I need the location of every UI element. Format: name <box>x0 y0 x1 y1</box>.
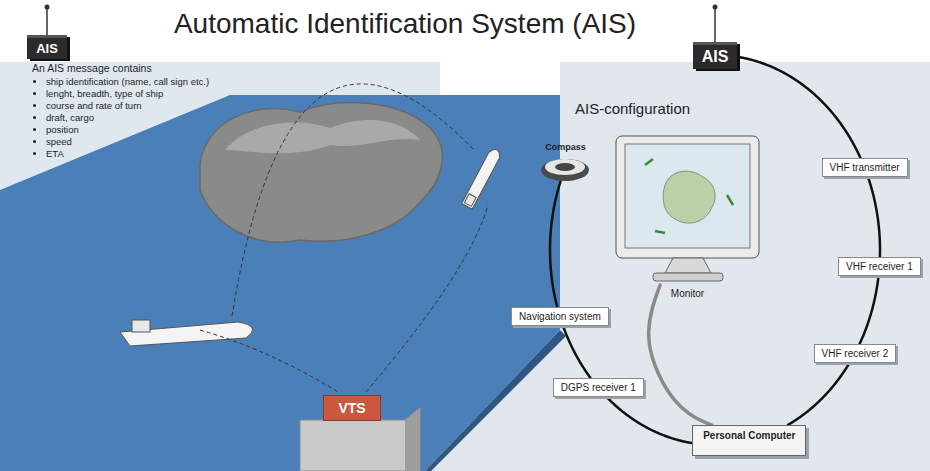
compass-body <box>541 159 589 181</box>
box-label: AIS <box>36 41 58 56</box>
sea-edge <box>425 330 566 471</box>
ship-marker <box>727 195 733 205</box>
box-label: DGPS receiver 1 <box>561 382 636 393</box>
network-ring <box>860 277 879 344</box>
monitor-case <box>616 136 759 258</box>
monitor-cable <box>649 285 712 425</box>
box-label: VTS <box>338 400 365 416</box>
network-ring <box>563 326 590 378</box>
ship-marker <box>645 159 653 165</box>
list-item: ship identification (name, call sign etc… <box>46 76 209 88</box>
ship <box>120 320 252 346</box>
compass-face <box>545 159 585 175</box>
computer-box: Personal Computer <box>692 425 806 456</box>
device-label: Monitor <box>671 288 704 299</box>
box-label: AIS <box>702 48 729 66</box>
box-label: Personal Computer <box>703 430 795 441</box>
compass-needle <box>555 163 575 171</box>
list-item: speed <box>46 136 209 148</box>
list-item: draft, cargo <box>46 112 209 124</box>
ship <box>462 147 503 209</box>
ais-unit: AIS <box>693 42 738 69</box>
device-box: VHF transmitter <box>822 158 908 177</box>
island-highlight <box>225 120 420 153</box>
message-list: ship identification (name, call sign etc… <box>30 76 209 160</box>
map-island <box>663 171 715 223</box>
ship-marker <box>655 231 665 233</box>
monitor-stand <box>665 258 711 273</box>
radio-link <box>366 205 488 392</box>
device-box: VHF receiver 1 <box>838 257 921 276</box>
box-label: Navigation system <box>519 311 601 322</box>
sea-surface <box>0 95 560 471</box>
box-label: VHF transmitter <box>830 162 900 173</box>
radio-link <box>232 84 474 316</box>
list-item: course and rate of turn <box>46 100 209 112</box>
compass-symbol <box>540 154 590 182</box>
list-item: lenght, breadth, type of ship <box>46 88 209 100</box>
monitor-symbol <box>615 135 760 285</box>
ais-unit: AIS <box>27 35 67 59</box>
vts-building-side <box>405 408 420 471</box>
device-label: Compass <box>545 142 586 152</box>
box-label: VHF receiver 1 <box>846 261 913 272</box>
network-ring <box>868 178 880 257</box>
monitor: Monitor <box>615 135 760 285</box>
list-heading: An AIS message contains <box>32 62 152 74</box>
network-ring <box>788 363 849 425</box>
antenna-tip <box>713 5 718 10</box>
monitor-base <box>653 273 723 281</box>
box-label: VHF receiver 2 <box>822 348 889 359</box>
compass: Compass <box>540 154 590 182</box>
list-item: position <box>46 124 209 136</box>
ship-bridge <box>132 320 150 332</box>
device-box: DGPS receiver 1 <box>553 378 644 397</box>
list-item: ETA <box>46 148 209 160</box>
section-label: AIS-configuration <box>575 100 690 117</box>
antenna-tip <box>45 5 50 10</box>
ship-bridge <box>464 194 476 207</box>
network-ring <box>550 182 560 307</box>
monitor-screen <box>625 144 750 248</box>
device-box: VHF receiver 2 <box>814 344 897 363</box>
island <box>200 103 442 242</box>
ship-hull <box>462 147 503 209</box>
radio-link <box>200 330 338 392</box>
device-box: Navigation system <box>511 307 609 326</box>
title: Automatic Identification System (AIS) <box>0 8 810 40</box>
vts-station: VTS <box>323 395 380 421</box>
